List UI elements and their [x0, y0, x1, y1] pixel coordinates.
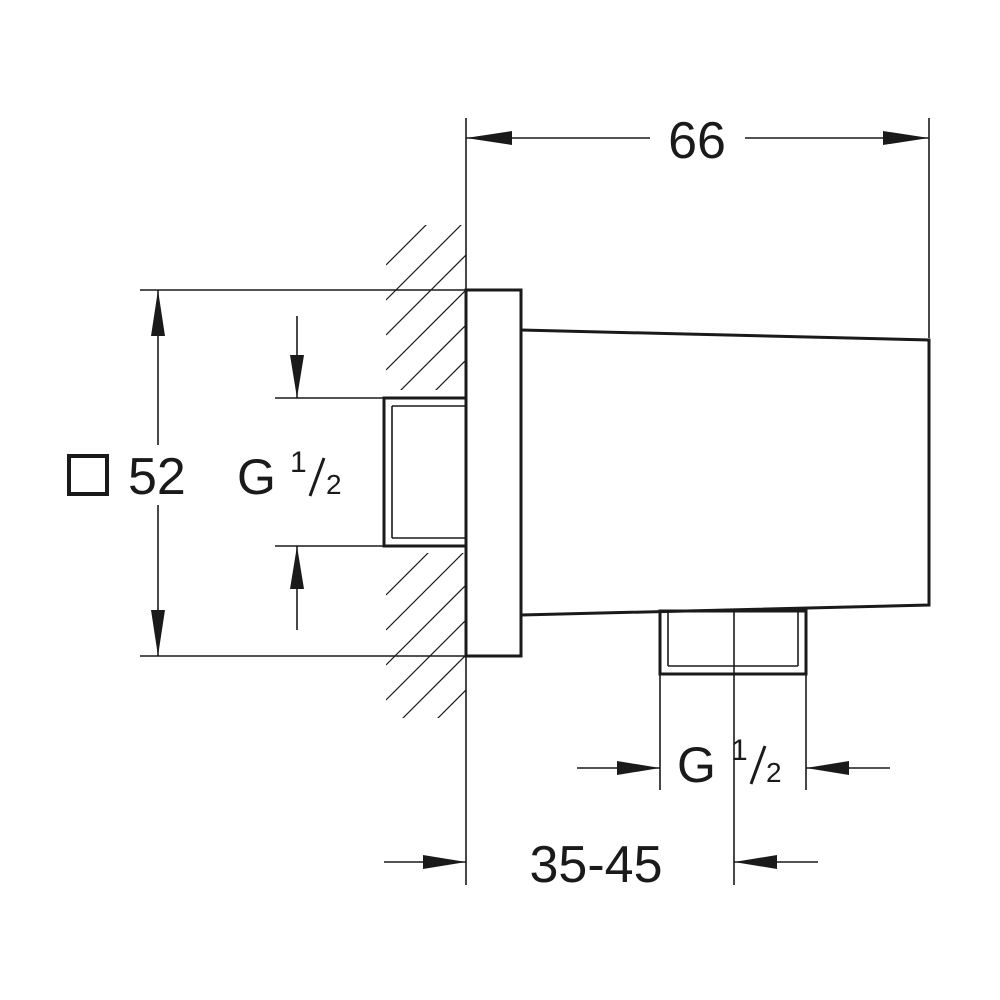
dimension-66 [466, 118, 930, 338]
inlet-thread-fraction-slash [308, 457, 326, 497]
wall-hatching-bottom [386, 553, 466, 718]
outlet-thread-denominator: 2 [766, 757, 782, 788]
outlet-thread-numerator: 1 [731, 734, 748, 767]
dimension-66-label: 66 [668, 112, 726, 170]
main-body [520, 328, 931, 617]
square-symbol-icon [67, 454, 109, 496]
outlet-thread-dimension [577, 674, 890, 790]
dimension-52-label: 52 [128, 448, 186, 506]
inlet-thread-numerator: 1 [290, 446, 307, 479]
inlet-thread-denominator: 2 [326, 469, 342, 500]
dimension-35-45 [384, 611, 818, 885]
inlet-thread-dimension [275, 316, 384, 630]
inlet-nipple [382, 396, 468, 548]
dimension-52 [140, 289, 466, 657]
outlet-thread-fraction-slash [749, 745, 767, 785]
inlet-thread-label: G [237, 449, 276, 505]
wall-hatching-top [386, 225, 466, 390]
dimension-35-45-label: 35-45 [530, 836, 663, 894]
outlet-thread-label: G [677, 737, 716, 793]
outlet-connector [658, 609, 808, 676]
wall-plate [464, 288, 523, 658]
